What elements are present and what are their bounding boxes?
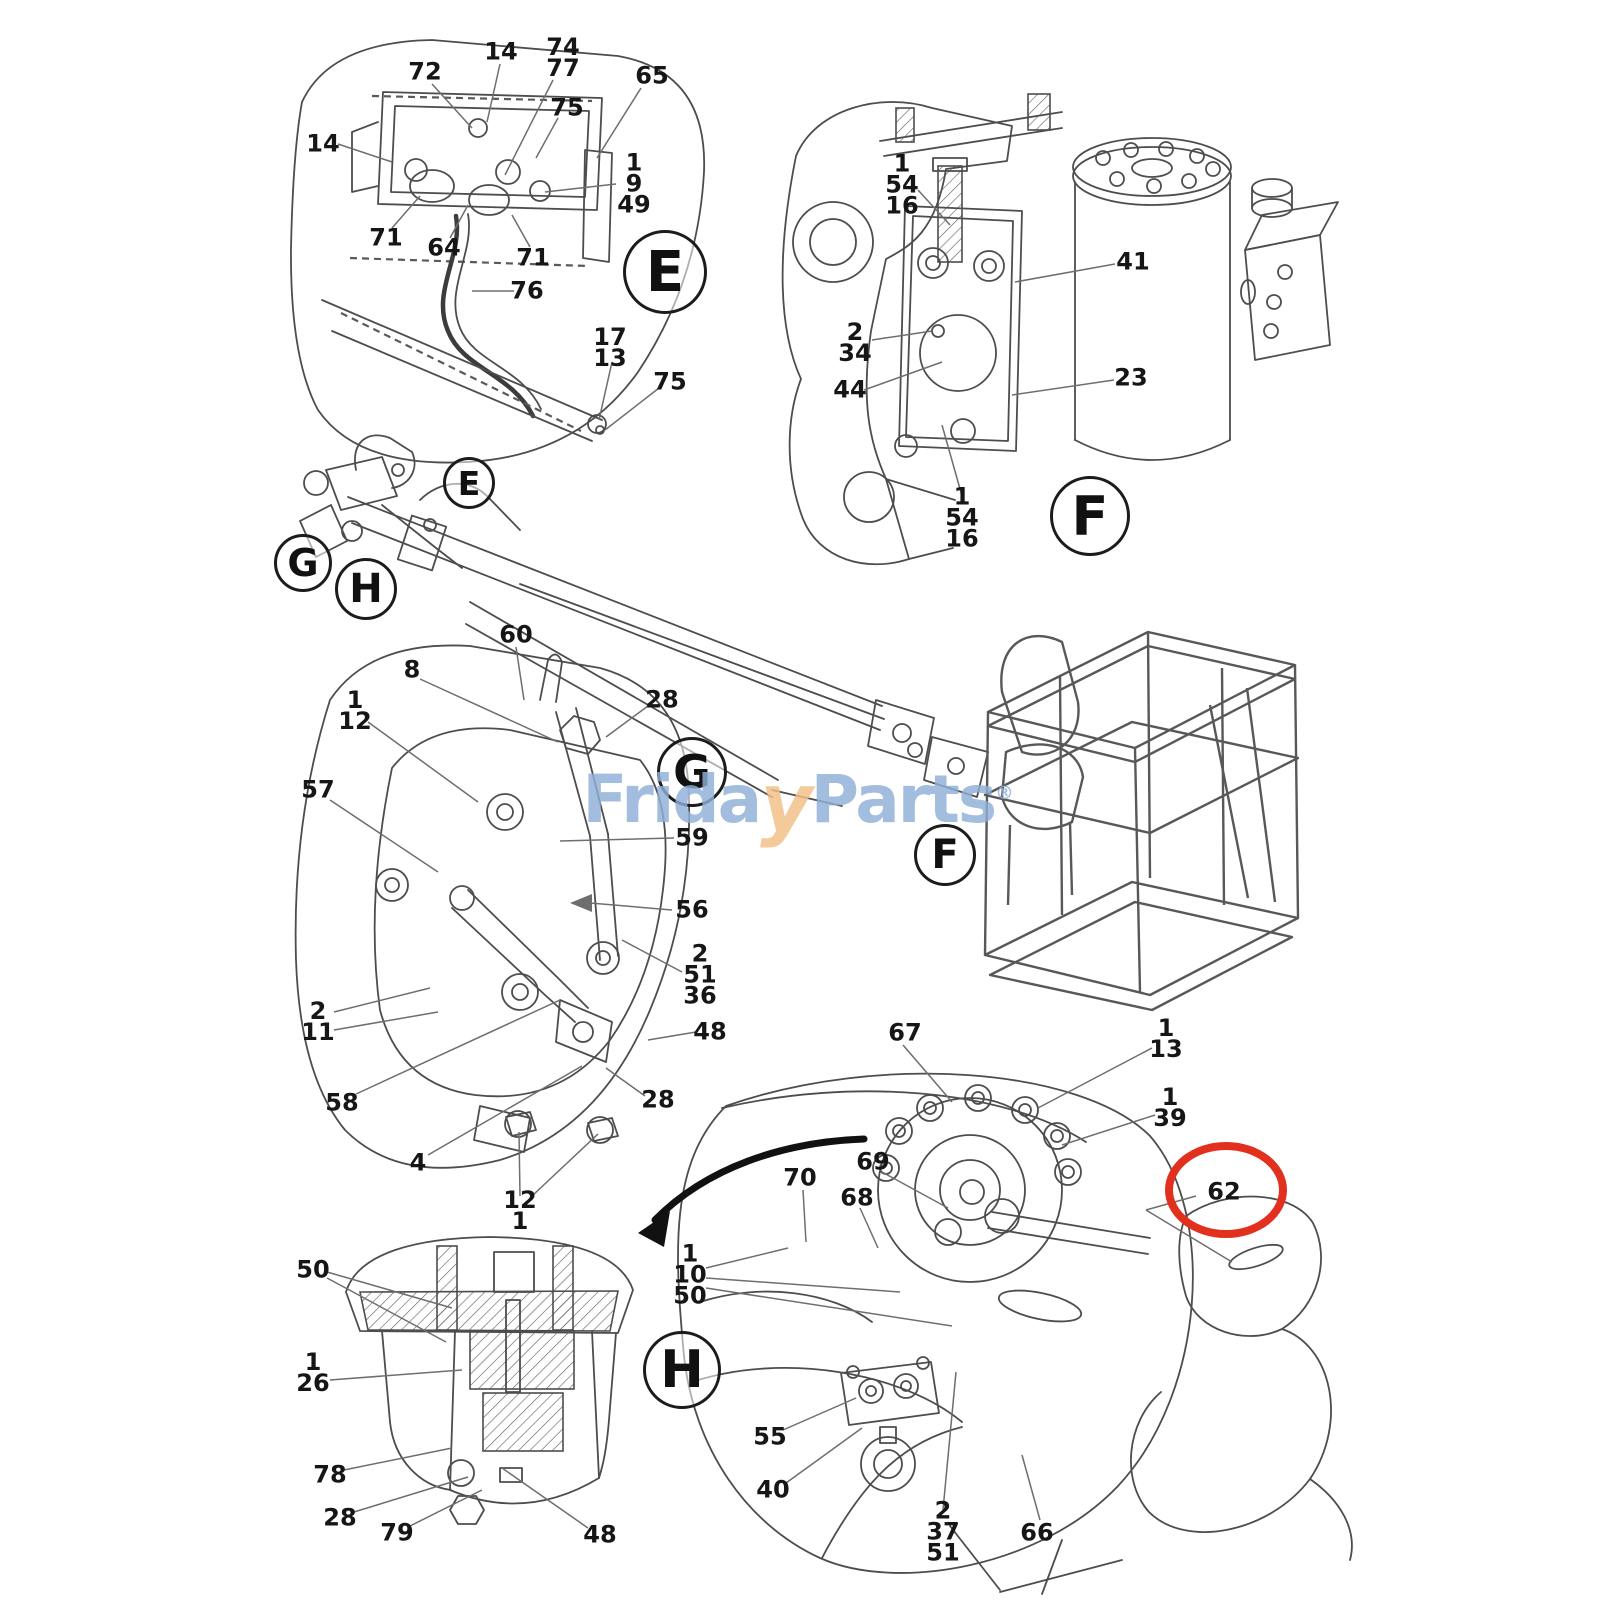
- part-number-callout-70: 70: [783, 1163, 817, 1192]
- part-number-callout-66: 66: [1020, 1518, 1054, 1547]
- part-number-callout-2-34: 2 34: [838, 318, 872, 367]
- part-number-callout-1-26: 1 26: [296, 1348, 330, 1397]
- section-badge-E: E: [623, 230, 707, 314]
- watermark-swoosh-y: y: [760, 755, 813, 850]
- section-badge-H: H: [643, 1331, 721, 1409]
- part-number-callout-69: 69: [856, 1147, 890, 1176]
- section-g-art: [294, 644, 691, 1169]
- part-number-callout-64: 64: [427, 233, 461, 262]
- part-number-callout-67: 67: [888, 1018, 922, 1047]
- part-number-callout-75: 75: [550, 93, 584, 122]
- watermark-text-frida: Frida: [582, 761, 762, 838]
- part-number-callout-8: 8: [403, 655, 421, 684]
- part-number-callout-50: 50: [296, 1255, 330, 1284]
- basket-art: [983, 630, 1300, 1012]
- part-number-callout-1-9-49: 1 9 49: [617, 148, 651, 219]
- section-f-art: [781, 93, 1339, 566]
- part-number-callout-72: 72: [408, 57, 442, 86]
- part-number-callout-4: 4: [409, 1148, 427, 1177]
- part-number-callout-48: 48: [583, 1520, 617, 1549]
- part-number-callout-28: 28: [645, 685, 679, 714]
- section-e-art: [290, 39, 705, 464]
- part-number-callout-17-13: 17 13: [593, 323, 627, 372]
- section-badge-F: F: [1050, 476, 1130, 556]
- part-number-callout-28: 28: [323, 1503, 357, 1532]
- part-number-callout-14: 14: [306, 129, 340, 158]
- part-number-callout-12-1: 12 1: [503, 1186, 537, 1235]
- part-number-callout-76: 76: [510, 276, 544, 305]
- section-badge-F: F: [914, 824, 976, 886]
- part-number-callout-40: 40: [756, 1475, 790, 1504]
- part-number-callout-58: 58: [325, 1088, 359, 1117]
- part-number-callout-56: 56: [675, 895, 709, 924]
- part-number-callout-59: 59: [675, 823, 709, 852]
- part-number-callout-2-37-51: 2 37 51: [926, 1496, 960, 1567]
- part-number-callout-55: 55: [753, 1422, 787, 1451]
- leader-lines: [326, 63, 1233, 1529]
- part-number-callout-78: 78: [313, 1460, 347, 1489]
- section-badge-E: E: [443, 457, 495, 509]
- part-number-callout-79: 79: [380, 1518, 414, 1547]
- part-number-callout-1-54-16: 1 54 16: [885, 149, 919, 220]
- part-number-callout-23: 23: [1114, 363, 1148, 392]
- part-number-callout-41: 41: [1116, 247, 1150, 276]
- section-cap-art: [345, 1236, 634, 1525]
- part-number-callout-75: 75: [653, 367, 687, 396]
- section-badge-H: H: [335, 558, 397, 620]
- part-number-callout-68: 68: [840, 1183, 874, 1212]
- part-number-callout-2-11: 2 11: [301, 997, 335, 1046]
- part-number-callout-74-77: 74 77: [546, 33, 580, 82]
- part-number-callout-1-10-50: 1 10 50: [673, 1239, 707, 1310]
- fridayparts-watermark: FridayParts®: [582, 747, 1014, 849]
- watermark-text-parts: Parts: [810, 761, 998, 838]
- registered-trademark-symbol: ®: [995, 783, 1014, 804]
- part-number-callout-1-39: 1 39: [1153, 1083, 1187, 1132]
- part-number-callout-1-13: 1 13: [1149, 1014, 1183, 1063]
- part-number-callout-48: 48: [693, 1017, 727, 1046]
- part-number-callout-44: 44: [833, 375, 867, 404]
- part-number-callout-65: 65: [635, 61, 669, 90]
- part-number-callout-71: 71: [516, 243, 550, 272]
- part-number-callout-2-51-36: 2 51 36: [683, 939, 717, 1010]
- section-badge-G: G: [274, 534, 332, 592]
- part-number-callout-28: 28: [641, 1085, 675, 1114]
- highlight-circle-62: [1165, 1142, 1287, 1238]
- part-number-callout-1-12: 1 12: [338, 686, 372, 735]
- part-number-callout-57: 57: [301, 775, 335, 804]
- part-number-callout-60: 60: [499, 620, 533, 649]
- section-badge-G: G: [657, 737, 727, 807]
- part-number-callout-14: 14: [484, 37, 518, 66]
- part-number-callout-1-54-16: 1 54 16: [945, 482, 979, 553]
- part-number-callout-71: 71: [369, 223, 403, 252]
